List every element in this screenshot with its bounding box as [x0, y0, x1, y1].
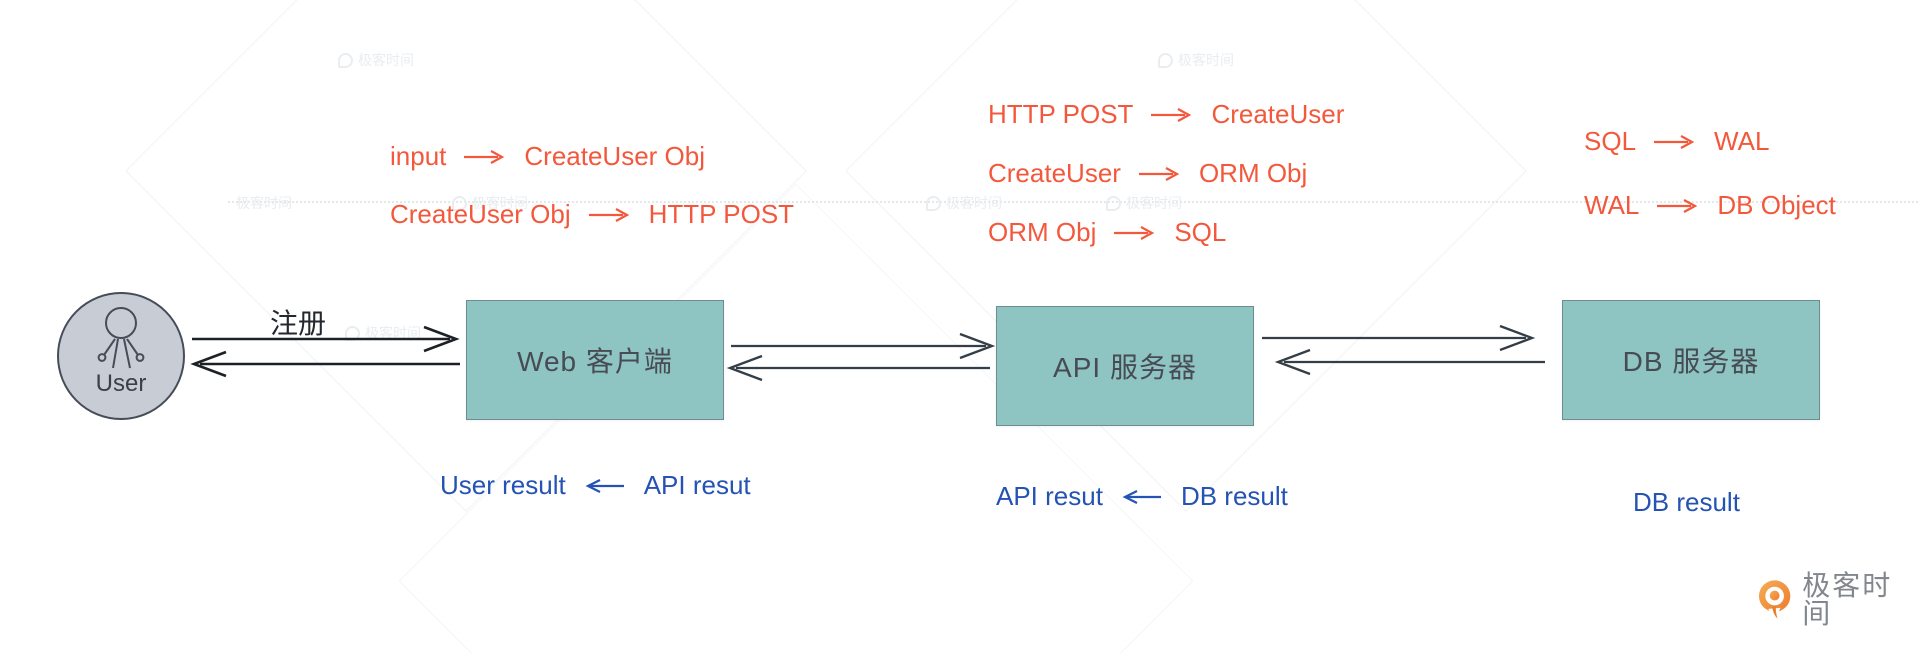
- person-icon: [97, 307, 145, 369]
- watermark-label: 极客时间: [1178, 52, 1234, 68]
- flow-to: SQL: [1174, 217, 1227, 247]
- arrow-right-icon: [1114, 225, 1155, 240]
- flow-from: CreateUser: [988, 158, 1121, 188]
- arrow-right-icon: [1151, 107, 1192, 122]
- flow-to: WAL: [1714, 126, 1770, 156]
- watermark-label: 极客时间: [365, 325, 421, 341]
- node-label: DB 服务器: [1622, 346, 1760, 377]
- result-target: API resut: [996, 481, 1103, 511]
- arrow-right-icon: [464, 149, 505, 164]
- watermark-pin-icon: [926, 195, 941, 211]
- actor-user: User: [57, 292, 185, 420]
- watermark-label: 极客时间: [1126, 195, 1182, 211]
- flow-row: WAL DB Object: [1584, 190, 1836, 221]
- flow-to: DB Object: [1717, 190, 1836, 220]
- watermark: 极客时间: [452, 193, 528, 213]
- actor-label: User: [95, 370, 147, 397]
- watermark-pin-icon: [1158, 52, 1173, 68]
- flow-row: HTTP POST CreateUser: [988, 99, 1344, 130]
- request-flow-api: HTTP POST CreateUser CreateUser ORM Obj …: [988, 99, 1344, 248]
- watermark-label: 极客时间: [236, 195, 292, 211]
- response-flow-web: User result API resut: [440, 470, 751, 501]
- result-target: DB result: [1633, 487, 1740, 517]
- flow-from: ORM Obj: [988, 217, 1097, 247]
- brand-name: 极客时间: [1802, 570, 1893, 629]
- node-web-client: Web 客户端: [466, 300, 724, 420]
- arrow-left-icon: [585, 478, 624, 493]
- watermark: 极客时间: [926, 193, 1002, 213]
- flow-row: CreateUser ORM Obj: [988, 158, 1344, 189]
- flow-from: HTTP POST: [988, 99, 1134, 129]
- watermark-pin-icon: [338, 52, 353, 68]
- edge-label-register: 注册: [269, 308, 326, 339]
- flow-to: CreateUser: [1211, 99, 1345, 129]
- request-flow-web: input CreateUser Obj CreateUser Obj HTTP…: [390, 141, 794, 230]
- node-label: API 服务器: [1053, 352, 1197, 383]
- geektime-logo-icon: [1758, 580, 1791, 621]
- arrow-right-icon: [588, 207, 629, 222]
- flow-row: SQL WAL: [1584, 126, 1836, 157]
- watermark-dotted-line: [228, 201, 1918, 203]
- watermark-label: 极客时间: [472, 195, 528, 211]
- flow-from: WAL: [1584, 190, 1640, 220]
- watermark: 极客时间: [1106, 193, 1182, 213]
- arrow-right-icon: [1654, 134, 1695, 149]
- watermark-label: 极客时间: [946, 195, 1002, 211]
- watermark-label: 极客时间: [358, 52, 414, 68]
- flow-row: input CreateUser Obj: [390, 141, 794, 172]
- arrow-right-icon: [1657, 198, 1698, 213]
- flow-from: CreateUser Obj: [390, 199, 571, 229]
- response-flow-api: API resut DB result: [996, 481, 1288, 512]
- flow-from: input: [390, 141, 447, 171]
- node-label: Web 客户端: [517, 346, 673, 377]
- watermark: 极客时间: [345, 323, 421, 343]
- watermark: 极客时间: [236, 193, 292, 213]
- arrow-right-icon: [1138, 166, 1180, 181]
- node-api-server: API 服务器: [996, 306, 1254, 426]
- watermark-pin-icon: [452, 195, 467, 211]
- request-flow-db: SQL WAL WAL DB Object: [1584, 126, 1836, 221]
- flow-from: SQL: [1584, 126, 1637, 156]
- watermark: 极客时间: [1158, 50, 1234, 70]
- flow-to: ORM Obj: [1198, 158, 1308, 188]
- flow-row: ORM Obj SQL: [988, 217, 1344, 248]
- watermark-pin-icon: [1106, 195, 1121, 211]
- watermark-pin-icon: [345, 325, 360, 341]
- result-target: User result: [440, 470, 566, 500]
- response-flow-db: DB result: [1633, 487, 1740, 518]
- node-db-server: DB 服务器: [1562, 300, 1820, 420]
- brand-logo: 极客时间: [1756, 572, 1920, 628]
- flow-to: CreateUser Obj: [524, 141, 706, 171]
- flow-to: HTTP POST: [648, 199, 795, 229]
- arrow-left-icon: [1122, 489, 1161, 504]
- result-source: DB result: [1180, 481, 1288, 511]
- watermark: 极客时间: [338, 50, 414, 70]
- flow-row: CreateUser Obj HTTP POST: [390, 199, 794, 230]
- result-source: API resut: [643, 470, 751, 500]
